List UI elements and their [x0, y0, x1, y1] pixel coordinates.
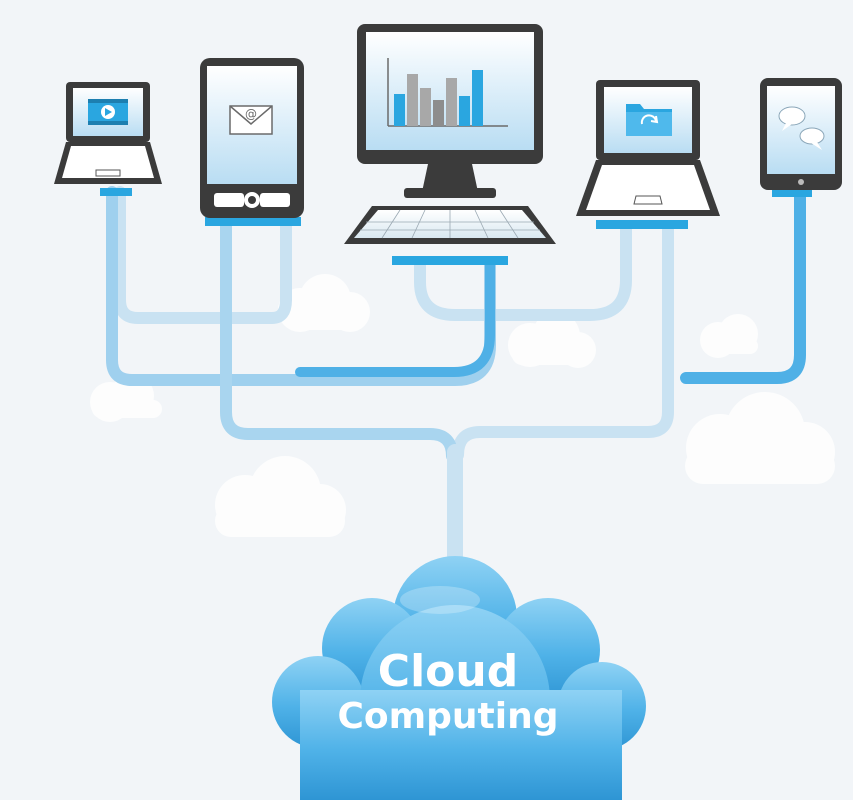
bar-chart-icon	[387, 58, 508, 127]
phone: @	[200, 58, 304, 218]
pipe-desktop-inner	[414, 222, 632, 321]
laptop-right	[576, 80, 720, 216]
background-clouds	[90, 274, 835, 537]
tablet	[760, 78, 842, 190]
laptop-left	[54, 82, 162, 184]
pipe-laptop-right-mid	[452, 220, 674, 461]
pipe-phone-main	[220, 214, 458, 462]
bg-cloud-4	[215, 456, 346, 537]
pipe-cap-desktop	[392, 256, 508, 265]
pipe-cap-laptop-right	[596, 220, 688, 229]
cloud-title-line2: Computing	[337, 696, 558, 737]
pipe-cap-tablet	[772, 188, 812, 197]
bg-cloud-5	[685, 392, 835, 484]
desktop-computer	[344, 24, 556, 244]
bg-cloud-6	[700, 314, 758, 358]
email-icon: @	[229, 105, 273, 135]
cloud-title-line1: Cloud	[378, 646, 518, 697]
bg-cloud-3	[90, 374, 162, 422]
sync-folder-icon	[626, 104, 672, 136]
main-cloud: Cloud Computing	[272, 556, 646, 800]
tablet-home-button	[798, 179, 804, 185]
connector-pipes	[100, 186, 812, 588]
pipe-laptop-left-inner	[114, 186, 292, 324]
pipe-tablet-right	[680, 187, 806, 384]
pipe-cap-laptop-left	[100, 188, 132, 196]
pipe-cap-phone	[205, 217, 301, 226]
chat-icon	[778, 106, 825, 150]
bg-cloud-2	[508, 312, 596, 368]
video-icon	[88, 99, 128, 125]
email-at-symbol: @	[245, 107, 257, 121]
pipe-desktop-strong	[295, 257, 495, 377]
bg-cloud-1	[278, 274, 370, 332]
